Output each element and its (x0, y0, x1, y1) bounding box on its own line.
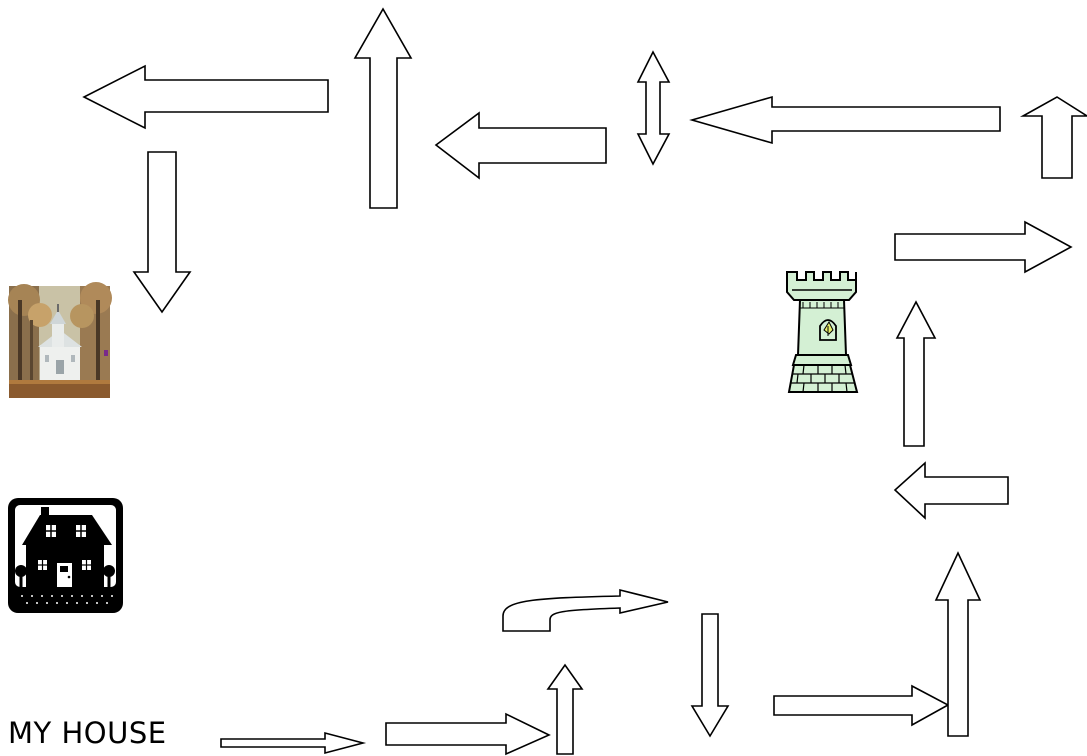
route-arrow-down-1 (690, 613, 730, 738)
castle-tower-icon (786, 271, 859, 393)
start-label: MY HOUSE (8, 716, 167, 750)
house-icon (8, 498, 123, 613)
route-arrow-left-2 (689, 95, 1001, 145)
route-arrow-left-1 (893, 461, 1009, 520)
route-arrow-right-2 (385, 712, 551, 756)
route-arrow-up-2 (934, 551, 982, 737)
route-arrow-left-3 (434, 111, 607, 180)
route-arrow-up-3 (895, 300, 937, 447)
route-arrow-right-1 (220, 731, 367, 755)
church-picture (8, 282, 112, 398)
route-arrow-down-2 (132, 151, 192, 314)
route-arrow-curved (502, 588, 669, 632)
route-arrow-left-4 (82, 64, 329, 130)
route-arrow-right-3 (773, 684, 950, 727)
route-arrow-right-4 (894, 220, 1073, 274)
route-arrow-double (636, 50, 671, 166)
route-arrow-up-4 (1019, 96, 1087, 179)
route-arrow-up-1 (546, 663, 584, 755)
route-arrow-up-5 (353, 7, 413, 209)
